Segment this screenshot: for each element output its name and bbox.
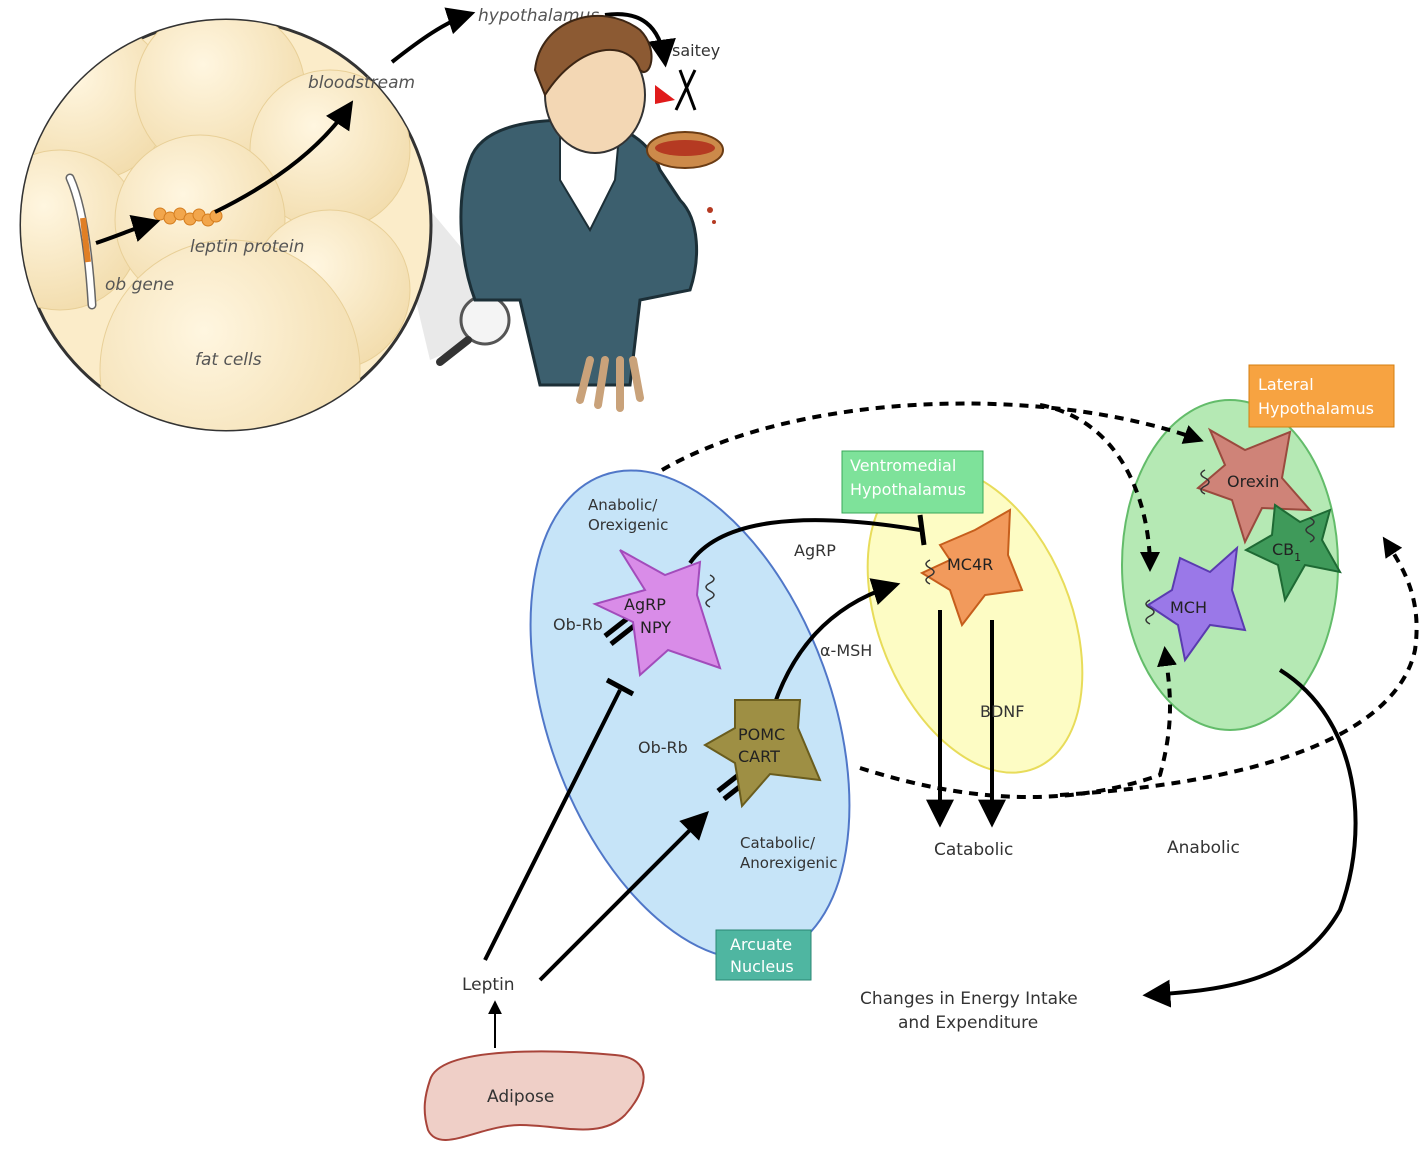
orexin-neuron [1196,427,1313,545]
agrp-npy-label-1: AgRP [624,595,666,614]
hypothalamus-label: hypothalamus [478,6,599,26]
arcuate-label-2: Nucleus [730,957,794,976]
anabolic-label: Anabolic [1167,838,1240,858]
bloodstream-label: bloodstream [308,73,415,93]
anabolic-orexigenic-2: Orexigenic [588,516,668,534]
lateral-label-1: Lateral [1258,375,1314,394]
agrp-npy-neuron [592,549,722,678]
ob-rb-top-label: Ob-Rb [553,615,603,634]
pomc-cart-label-2: CART [738,747,780,766]
receptor-coils [705,469,1315,625]
adipose-tissue [423,1050,645,1141]
catabolic-anorexigenic-2: Anorexigenic [740,854,837,872]
leptin-label: Leptin [462,975,515,995]
orexin-label: Orexin [1227,472,1279,491]
fat-cells-magnifier: ob gene leptin protein fat cells [19,18,511,432]
leptin-protein-beads [153,207,223,227]
agrp-label: AgRP [794,541,836,560]
ventromedial-label-1: Ventromedial [850,456,956,475]
bdnf-label: BDNF [980,702,1024,721]
energy-label-1: Changes in Energy Intake [860,989,1078,1009]
adipose-label: Adipose [487,1087,554,1107]
lateral-hypothalamus-box: Lateral Hypothalamus [1248,364,1395,428]
energy-label-2: and Expenditure [898,1013,1038,1033]
ventromedial-box: Ventromedial Hypothalamus [841,450,984,514]
cb1-label: CB1 [1272,540,1301,564]
satiety-label: saitey [672,41,720,60]
pomc-cart-neuron [703,699,822,809]
lateral-label-2: Hypothalamus [1258,399,1374,418]
ventromedial-label-2: Hypothalamus [850,480,966,499]
mch-label: MCH [1170,598,1207,617]
catabolic-label: Catabolic [934,840,1013,860]
arcuate-nucleus-box: Arcuate Nucleus [715,929,812,981]
arcuate-label-1: Arcuate [730,935,792,954]
ob-gene-label: ob gene [105,275,174,295]
cb1-neuron [1243,503,1342,603]
person-eating-illustration [459,14,724,412]
fat-cells-label: fat cells [195,350,262,370]
catabolic-anorexigenic-1: Catabolic/ [740,834,816,852]
alpha-msh-label: α-MSH [820,641,872,660]
pomc-cart-label-1: POMC [738,725,785,744]
ob-rb-bottom-label: Ob-Rb [638,738,688,757]
leptin-protein-label: leptin protein [190,237,304,257]
mc4r-label: MC4R [947,555,993,574]
agrp-npy-label-2: NPY [640,618,671,637]
mch-neuron [1146,545,1247,663]
anabolic-orexigenic-1: Anabolic/ [588,496,658,514]
